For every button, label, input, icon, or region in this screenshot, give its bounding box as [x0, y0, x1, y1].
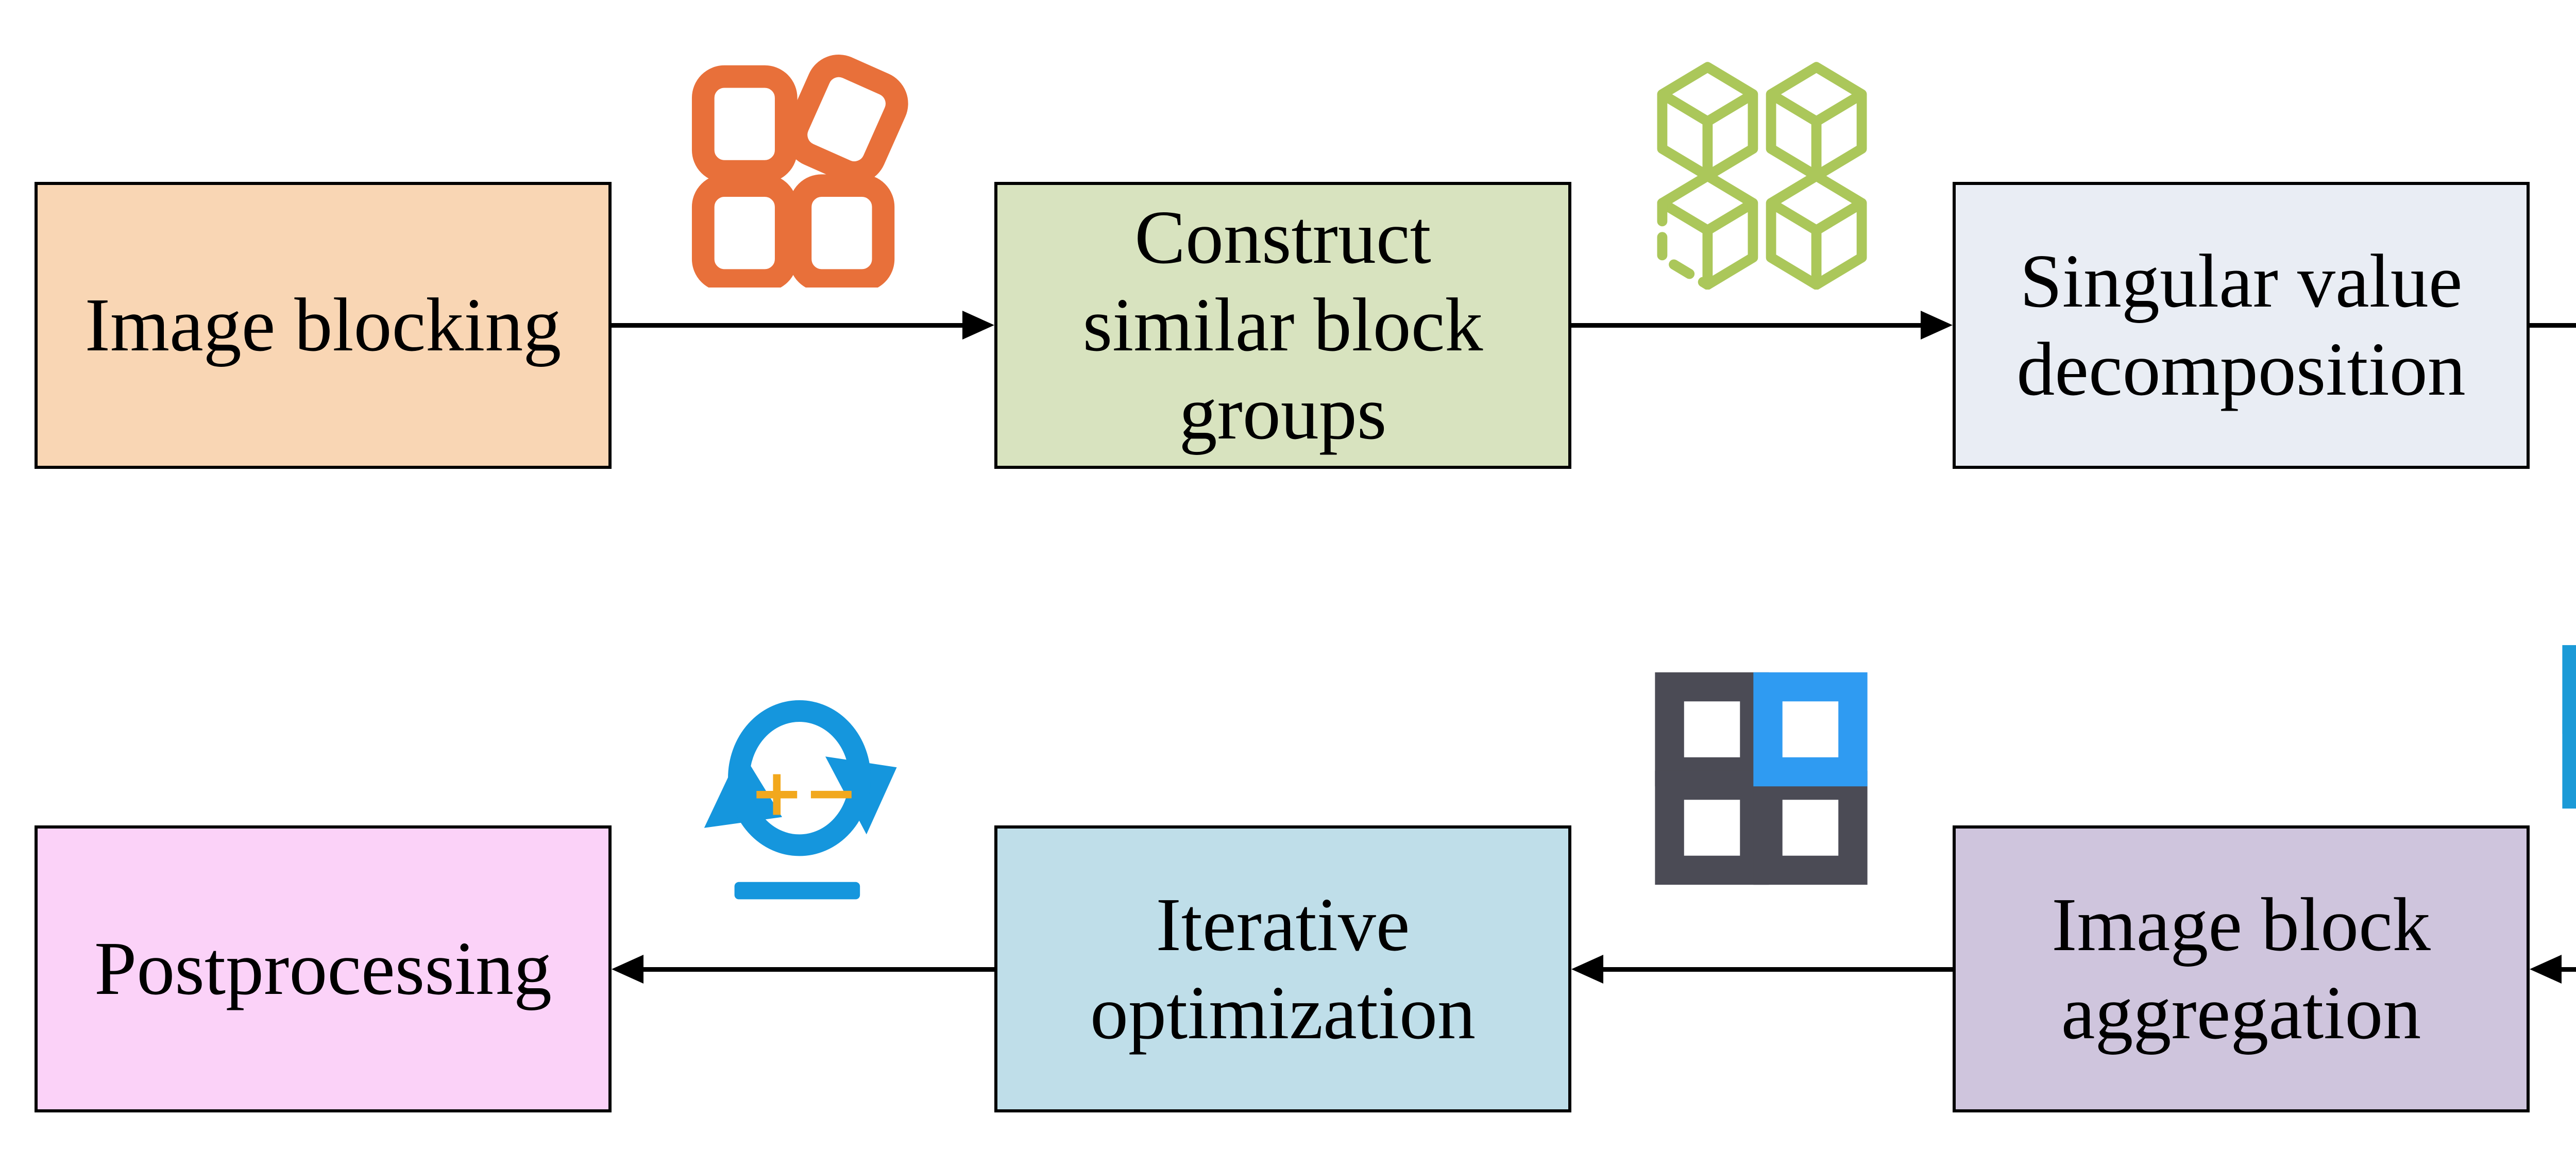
four-squares-icon: [1655, 672, 1868, 885]
block-group-cubes-icon: [1657, 62, 1867, 290]
iteration-cycle-icon: +−: [704, 700, 897, 900]
arrow-groups-to-svd: [1571, 323, 1921, 328]
node-image-block-aggregation: Image block aggregation: [1953, 825, 2530, 1112]
plus-minus-label: +−: [750, 755, 858, 831]
node-label: Image block aggregation: [2052, 883, 2431, 1055]
arrow-aggregation-to-iterative: [1603, 967, 1953, 972]
arrow-blocking-to-groups: [612, 323, 962, 328]
arrow-reconstruct-to-aggregation: [2562, 967, 2576, 972]
image-blocks-icon: [691, 55, 908, 288]
arrowhead-left-icon: [1571, 955, 1603, 984]
node-label: Singular value decomposition: [2016, 239, 2466, 412]
node-image-blocking: Image blocking: [35, 182, 612, 469]
node-label: Image blocking: [84, 283, 562, 368]
arrowhead-left-icon: [2530, 955, 2562, 984]
node-label: Iterative optimization: [1090, 883, 1476, 1055]
arrow-iterative-to-postprocessing: [643, 967, 994, 972]
arrowhead-right-icon: [1921, 311, 1953, 340]
node-postprocessing: Postprocessing: [35, 825, 612, 1112]
node-iterative-optimization: Iterative optimization: [994, 825, 1571, 1112]
node-label: Postprocessing: [94, 926, 552, 1011]
node-label: Construct similar block groups: [1082, 195, 1483, 455]
node-singular-value-decomposition: Singular value decomposition: [1953, 182, 2530, 469]
arrowhead-left-icon: [612, 955, 643, 984]
node-construct-similar-block-groups: Construct similar block groups: [994, 182, 1571, 469]
block-aggregation-icon: [2562, 645, 2576, 809]
arrow-svd-to-contraction: [2530, 323, 2576, 328]
arrowhead-right-icon: [962, 311, 994, 340]
